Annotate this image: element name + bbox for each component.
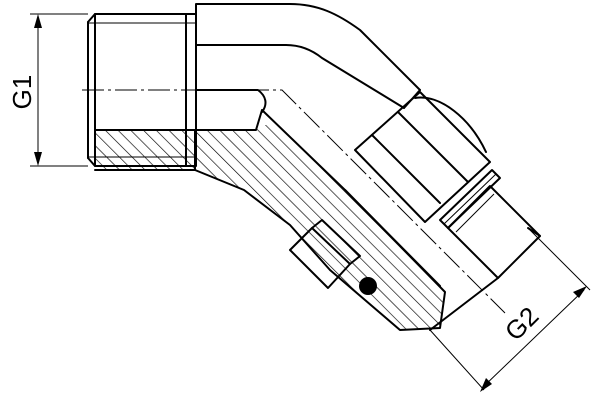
- g2-arrow-bottom: [480, 378, 492, 392]
- thread-chamfer-top: [87, 13, 96, 23]
- ring-lip: [311, 219, 361, 265]
- retaining-ring: [289, 219, 361, 289]
- lower-bore-line: [344, 189, 441, 287]
- g2-label: G2: [499, 301, 545, 347]
- o-ring-seal: [359, 277, 377, 295]
- section-hatching: [95, 125, 445, 330]
- stud-tip-chamfer: [527, 227, 541, 237]
- thread-chamfer-bottom: [87, 157, 96, 167]
- washer-outline: [439, 169, 501, 229]
- nut-outline: [354, 91, 491, 223]
- nut-face-1: [371, 134, 441, 204]
- elbow-transition: [195, 89, 267, 113]
- g1-arrow-top: [34, 14, 42, 28]
- g1-arrow-bottom: [34, 152, 42, 166]
- dimension-g2: G2: [429, 227, 591, 392]
- section-outline: [94, 109, 446, 331]
- nut-face-2: [397, 111, 469, 183]
- washer: [439, 169, 501, 229]
- g2-dimension-line: [481, 289, 585, 389]
- washer-inner: [443, 173, 497, 225]
- elbow-inner-contour: [195, 44, 405, 109]
- stud-base: [429, 277, 499, 331]
- g1-label: G1: [7, 75, 37, 110]
- g2-extension-bottom: [429, 329, 485, 391]
- g2-thread-end: [429, 185, 541, 331]
- elbow-outer-contour: [195, 3, 421, 91]
- elbow-body: [195, 3, 421, 113]
- dimension-g1: G1: [7, 13, 88, 167]
- nut-chamfer: [414, 96, 487, 153]
- lock-nut: [354, 91, 491, 223]
- sectioned-body: [94, 109, 446, 331]
- g2-arrow-top: [573, 286, 587, 298]
- center-axis-line: [82, 89, 506, 314]
- stud-thread-minor: [455, 193, 495, 233]
